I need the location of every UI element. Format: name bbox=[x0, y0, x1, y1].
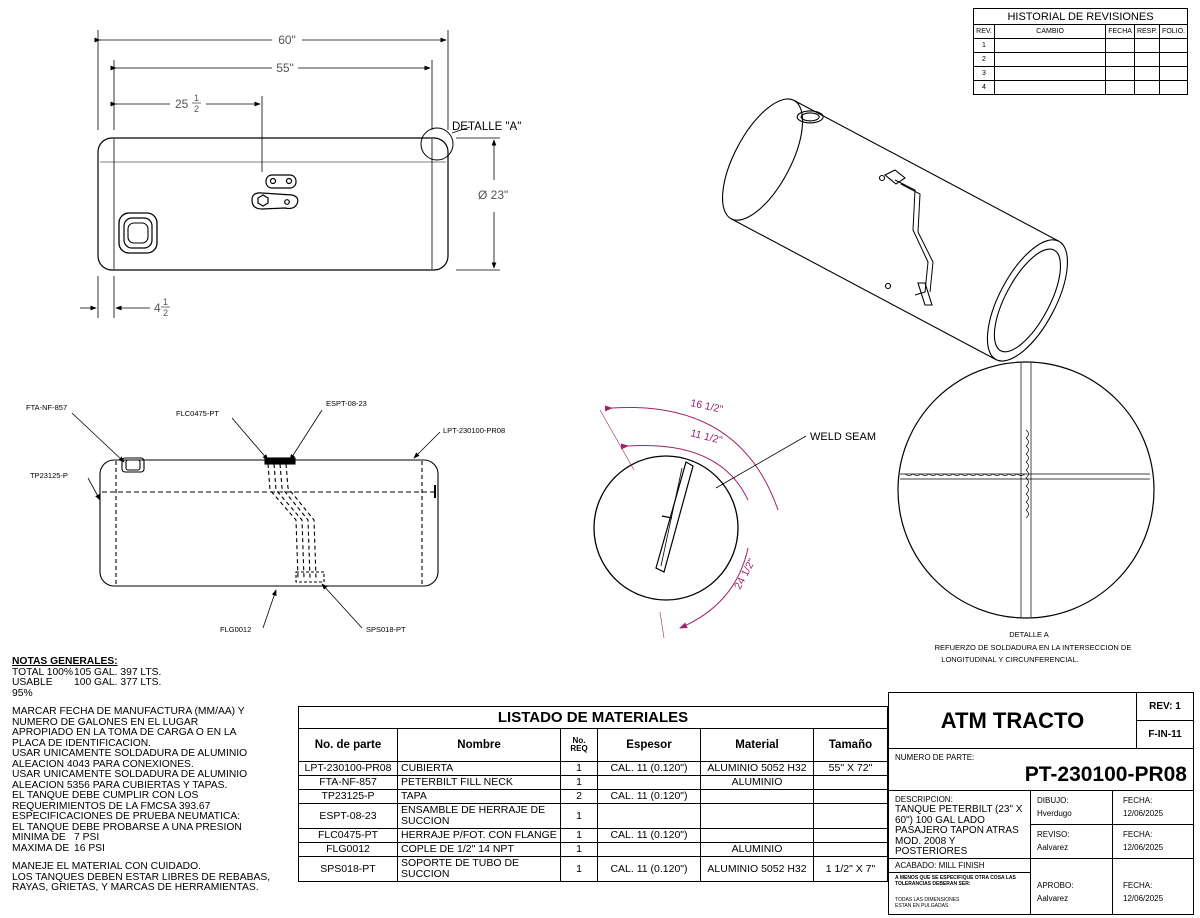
detail-a-view bbox=[897, 361, 1155, 619]
arc-dimension-outer: 16 1/2" bbox=[689, 397, 724, 416]
fill-neck-icon bbox=[118, 212, 158, 254]
part-number-label: NUMERO DE PARTE: bbox=[895, 753, 975, 762]
dimension-60: 60" bbox=[278, 33, 296, 47]
callout-coupling: FLG0012 bbox=[220, 625, 251, 634]
svg-text:1: 1 bbox=[163, 297, 168, 307]
callout-support: SPS018-PT bbox=[366, 625, 406, 634]
revision-history-table: HISTORIAL DE REVISIONES REV. CAMBIO FECH… bbox=[973, 8, 1188, 95]
drawing-sheet: 60" 55" 25 1 2 Ø 23" 4 1 2 DETALLE "A" bbox=[26, 30, 1155, 664]
drawn-date-label: FECHA: bbox=[1123, 796, 1153, 805]
suction-fitting-icon bbox=[251, 174, 299, 210]
approved-label: APROBO: bbox=[1037, 881, 1074, 890]
callout-head: TP23125-P bbox=[30, 471, 68, 480]
part-number: PT-230100-PR08 bbox=[1024, 763, 1187, 786]
weld-seam-label: WELD SEAM bbox=[810, 431, 876, 443]
part-number-box: NUMERO DE PARTE: PT-230100-PR08 bbox=[889, 749, 1193, 791]
approved-date-box: FECHA: 12/06/2025 bbox=[1113, 859, 1193, 914]
bom-header-part: No. de parte bbox=[298, 728, 398, 762]
bom-title: LISTADO DE MATERIALES bbox=[298, 706, 888, 729]
company-name: ATM TRACTO bbox=[889, 693, 1137, 749]
form-code: F-IN-11 bbox=[1137, 721, 1193, 749]
detail-a-callout: DETALLE "A" bbox=[452, 121, 521, 133]
checked-date-box: FECHA: 12/06/2025 bbox=[1113, 825, 1193, 859]
svg-text:2: 2 bbox=[194, 104, 199, 114]
approved-date-label: FECHA: bbox=[1123, 881, 1153, 890]
section-callouts: FTA-NF-857 FLC0475-PT ESPT-08-23 LPT-230… bbox=[26, 399, 505, 634]
callout-fill-neck: FTA-NF-857 bbox=[26, 403, 67, 412]
svg-text:25: 25 bbox=[175, 97, 189, 111]
tolerance-title: A MENOS QUE SE ESPECIFIQUE OTRA COSA LAS… bbox=[895, 875, 1016, 887]
arc-dimension-lower: 24 1/2" bbox=[732, 556, 758, 591]
general-notes: NOTAS GENERALES: TOTAL 100%105 GAL. 397 … bbox=[12, 656, 287, 894]
capacity-total: TOTAL 100%105 GAL. 397 LTS. bbox=[12, 666, 162, 678]
isometric-view bbox=[722, 98, 1068, 362]
detail-a-circle bbox=[420, 127, 454, 161]
revision-level: REV: 1 bbox=[1137, 693, 1193, 721]
drawn-by-box: DIBUJO: Hverdugo bbox=[1031, 791, 1113, 825]
notes-title: NOTAS GENERALES: bbox=[12, 656, 118, 667]
callout-shell: LPT-230100-PR08 bbox=[443, 426, 505, 435]
svg-text:1: 1 bbox=[194, 93, 199, 103]
svg-text:2: 2 bbox=[163, 308, 168, 318]
checked-by: Aalvarez bbox=[1037, 843, 1069, 852]
drawn-by: Hverdugo bbox=[1037, 809, 1072, 818]
drawn-label: DIBUJO: bbox=[1037, 796, 1069, 805]
title-block: ATM TRACTO REV: 1 F-IN-11 NUMERO DE PART… bbox=[888, 692, 1194, 915]
drawn-date: 12/06/2025 bbox=[1123, 809, 1164, 818]
detail-a-desc-line1: REFUERZO DE SOLDADURA EN LA INTERSECCION… bbox=[935, 643, 1132, 652]
capacity-usable: USABLE 95%100 GAL. 377 LTS. bbox=[12, 677, 162, 699]
svg-text:4: 4 bbox=[154, 301, 161, 315]
front-view bbox=[97, 127, 454, 271]
bom-header-name: Nombre bbox=[397, 728, 561, 762]
checked-label: REVISO: bbox=[1037, 830, 1070, 839]
description-label: DESCRIPCION: bbox=[895, 795, 953, 804]
dimension-25-half: 25 1 2 bbox=[175, 93, 201, 114]
dimension-4-half: 4 1 2 bbox=[154, 297, 170, 318]
checked-date: 12/06/2025 bbox=[1123, 843, 1164, 852]
bom-header-qty: No. REQ bbox=[560, 728, 598, 762]
approved-date: 12/06/2025 bbox=[1123, 894, 1164, 903]
detail-a-desc-line2: LONGITUDINAL Y CIRCUNFERENCIAL. bbox=[941, 655, 1078, 664]
checked-by-box: REVISO: Aalvarez bbox=[1031, 825, 1113, 859]
front-dimensions bbox=[80, 30, 500, 318]
detail-a-title: DETALLE A bbox=[1009, 630, 1048, 639]
drawn-date-box: FECHA: 12/06/2025 bbox=[1113, 791, 1193, 825]
section-view bbox=[99, 457, 439, 587]
dimension-55: 55" bbox=[276, 61, 294, 75]
tolerance-box: A MENOS QUE SE ESPECIFIQUE OTRA COSA LAS… bbox=[889, 873, 1031, 914]
dimension-diameter: Ø 23" bbox=[478, 188, 508, 202]
checked-date-label: FECHA: bbox=[1123, 830, 1153, 839]
finish-box: ACABADO: MILL FINISH bbox=[889, 859, 1031, 873]
bom-header-material: Material bbox=[700, 728, 814, 762]
finish-text: ACABADO: MILL FINISH bbox=[895, 861, 985, 870]
tolerance-units: TODAS LAS DIMENSIONES ESTAN EN PULGADAS. bbox=[895, 897, 960, 909]
description-text: TANQUE PETERBILT (23" X 60") 100 GAL LAD… bbox=[895, 804, 1023, 857]
approved-by-box: APROBO: Aalvarez bbox=[1031, 859, 1113, 914]
callout-flange-fitting: FLC0475-PT bbox=[176, 409, 219, 418]
bill-of-materials: LISTADO DE MATERIALES No. de parte Nombr… bbox=[298, 706, 888, 882]
bom-header-thickness: Espesor bbox=[597, 728, 701, 762]
section-leaders bbox=[71, 409, 441, 629]
end-view bbox=[593, 405, 807, 639]
callout-suction-assembly: ESPT-08-23 bbox=[326, 399, 367, 408]
tank-outline bbox=[97, 137, 449, 271]
approved-by: Aalvarez bbox=[1037, 894, 1069, 903]
description-box: DESCRIPCION: TANQUE PETERBILT (23" X 60"… bbox=[889, 791, 1031, 859]
notes-handling-block: MANEJE EL MATERIAL CON CUIDADO.LOS TANQU… bbox=[12, 861, 271, 893]
bom-header-size: Tamaño bbox=[813, 728, 888, 762]
